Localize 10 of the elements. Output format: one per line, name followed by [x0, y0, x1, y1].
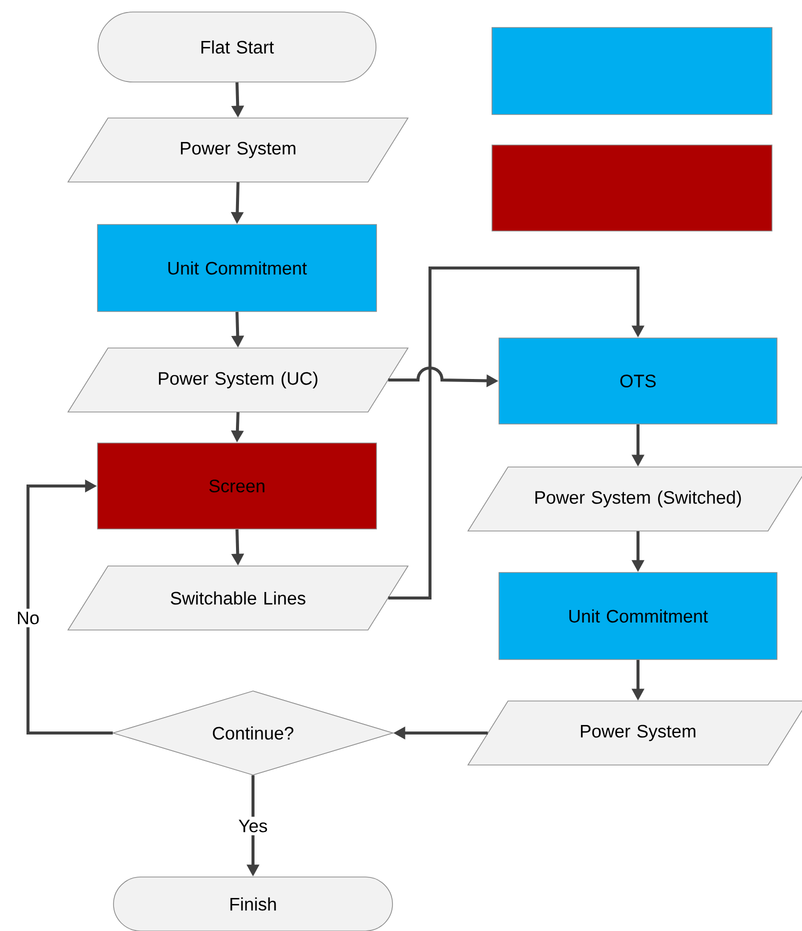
edge-label: No — [14, 608, 42, 628]
process-box: Unit Commitment — [97, 224, 377, 312]
process-box — [492, 144, 772, 232]
process-box: Screen — [97, 442, 377, 530]
process-box — [492, 27, 772, 115]
edge-label: Yes — [235, 816, 271, 836]
process-box: Unit Commitment — [498, 572, 778, 660]
arrow — [26, 480, 113, 734]
process-box: OTS — [498, 338, 778, 424]
arrow — [388, 266, 644, 600]
